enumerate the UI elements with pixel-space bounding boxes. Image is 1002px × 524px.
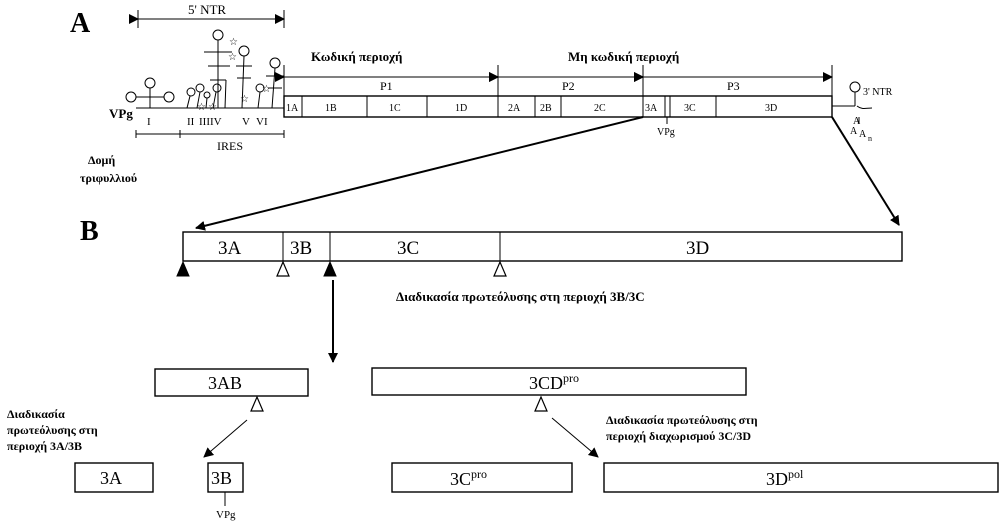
p-spans	[284, 65, 832, 96]
polya-a2: A	[850, 126, 858, 137]
vpg-lower-label: VPg	[216, 509, 236, 521]
box-3b-label: 3B	[211, 468, 232, 488]
seg-3a: 3A	[645, 103, 658, 114]
cloverleaf-line-1: Δομή	[88, 153, 115, 167]
noncoding-region-label: Μη κωδική περιοχή	[568, 49, 679, 64]
cleavage-markers-b	[177, 262, 506, 276]
cleavage-3cd	[535, 397, 547, 411]
panel-b-caption: Διαδικασία πρωτεόλυσης στη περιοχή 3B/3C	[396, 289, 645, 304]
cloverleaf-label: Δομή τριφυλλιού	[80, 153, 137, 185]
box-3d-main: 3D	[766, 469, 788, 489]
caption-3c3d-line-2: περιοχή διαχωρισμού 3C/3D	[606, 429, 751, 443]
p1-label: P1	[380, 79, 393, 93]
panel-a-label: A	[70, 8, 91, 39]
box-3cd-sup: pro	[563, 371, 579, 385]
ires-domain-1: I	[147, 116, 151, 128]
box-3cd-main: 3CD	[529, 373, 563, 393]
cleavage-3ab	[251, 397, 263, 411]
seg-2b: 2B	[540, 103, 552, 114]
seg-2a: 2A	[508, 103, 521, 114]
ires-domain-2: II	[187, 116, 195, 128]
vpg-small-label: VPg	[657, 127, 675, 138]
cloverleaf-line-2: τριφυλλιού	[80, 171, 137, 185]
modification-stars: ☆ ☆ ☆ ☆ ☆ ☆	[197, 37, 271, 113]
svg-text:☆: ☆	[262, 84, 271, 95]
coding-region-label: Κωδική περιοχή	[311, 49, 402, 64]
panel-b-label: B	[80, 216, 99, 247]
ires-domain-5: V	[242, 116, 250, 128]
box-3a-label: 3A	[100, 468, 122, 488]
panel-b-3d: 3D	[686, 238, 709, 259]
box-3d-sup: pol	[788, 467, 804, 481]
polya-a3: A	[859, 129, 867, 140]
seg-1c: 1C	[389, 103, 401, 114]
ires-span	[136, 130, 284, 138]
seg-1b: 1B	[325, 103, 337, 114]
vpg-label: VPg	[109, 106, 133, 121]
panel-b-3a: 3A	[218, 238, 242, 259]
ntr5-label: 5' NTR	[188, 2, 226, 17]
svg-text:☆: ☆	[208, 102, 217, 113]
polya-n: n	[868, 134, 872, 143]
caption-3a3b-line-2: πρωτεόλυσης στη	[7, 423, 98, 437]
caption-3a3b: Διαδικασία πρωτεόλυσης στη περιοχή 3A/3B	[7, 407, 101, 453]
caption-3a3b-line-3: περιοχή 3A/3B	[7, 439, 82, 453]
caption-3c3d: Διαδικασία πρωτεόλυσης στη περιοχή διαχω…	[606, 413, 761, 443]
box-3ab-label: 3AB	[208, 373, 242, 393]
split-arrows	[204, 418, 598, 457]
seg-1a: 1A	[286, 103, 299, 114]
seg-3d: 3D	[765, 103, 777, 114]
seg-1d: 1D	[455, 103, 467, 114]
p3-label: P3	[727, 79, 740, 93]
ires-domain-3-4: IIIIV	[199, 116, 222, 128]
panel-b-3b: 3B	[290, 238, 312, 259]
seg-3c: 3C	[684, 103, 696, 114]
svg-text:☆: ☆	[228, 52, 237, 63]
polya-label: A A A n	[850, 116, 872, 143]
panel-b-3c: 3C	[397, 238, 419, 259]
svg-text:☆: ☆	[240, 94, 249, 105]
ires-label: IRES	[217, 139, 243, 153]
ntr3-label: 3' NTR	[863, 87, 893, 98]
zoom-arrows	[196, 117, 899, 228]
rna-secondary-structure	[126, 30, 284, 108]
box-3c-main: 3C	[450, 469, 471, 489]
p2-label: P2	[562, 79, 575, 93]
svg-text:☆: ☆	[197, 102, 206, 113]
ires-domain-6: VI	[256, 116, 268, 128]
caption-3c3d-line-1: Διαδικασία πρωτεόλυσης στη	[606, 413, 758, 427]
caption-3a3b-line-1: Διαδικασία	[7, 407, 65, 421]
svg-text:☆: ☆	[229, 37, 238, 48]
box-3c-sup: pro	[471, 467, 487, 481]
seg-2c: 2C	[594, 103, 606, 114]
polyprotein-bar	[284, 96, 832, 117]
